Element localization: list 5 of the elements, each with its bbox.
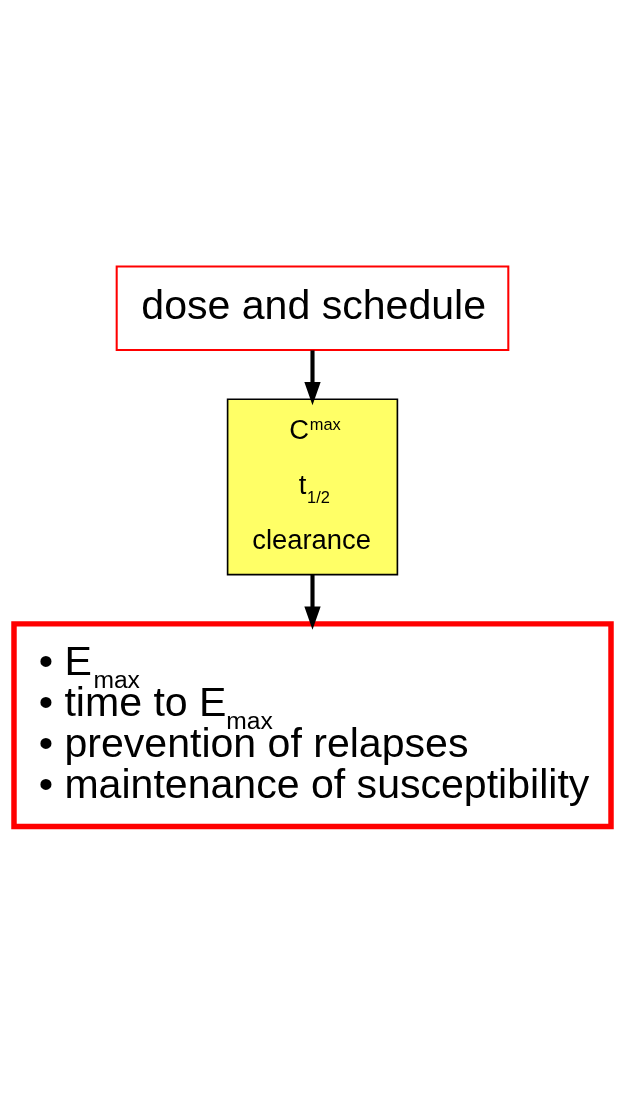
arrow bbox=[304, 350, 321, 406]
node-box: dose and schedule bbox=[115, 265, 510, 352]
node-box: C$^{max}$ t$_{1/2}$ clearance bbox=[226, 398, 399, 576]
node-box: • E$_{max}$ • time to E$_{max}$ • prevention of relapses • maintenance of susceptibility bbox=[11, 621, 614, 830]
arrow bbox=[304, 574, 321, 630]
